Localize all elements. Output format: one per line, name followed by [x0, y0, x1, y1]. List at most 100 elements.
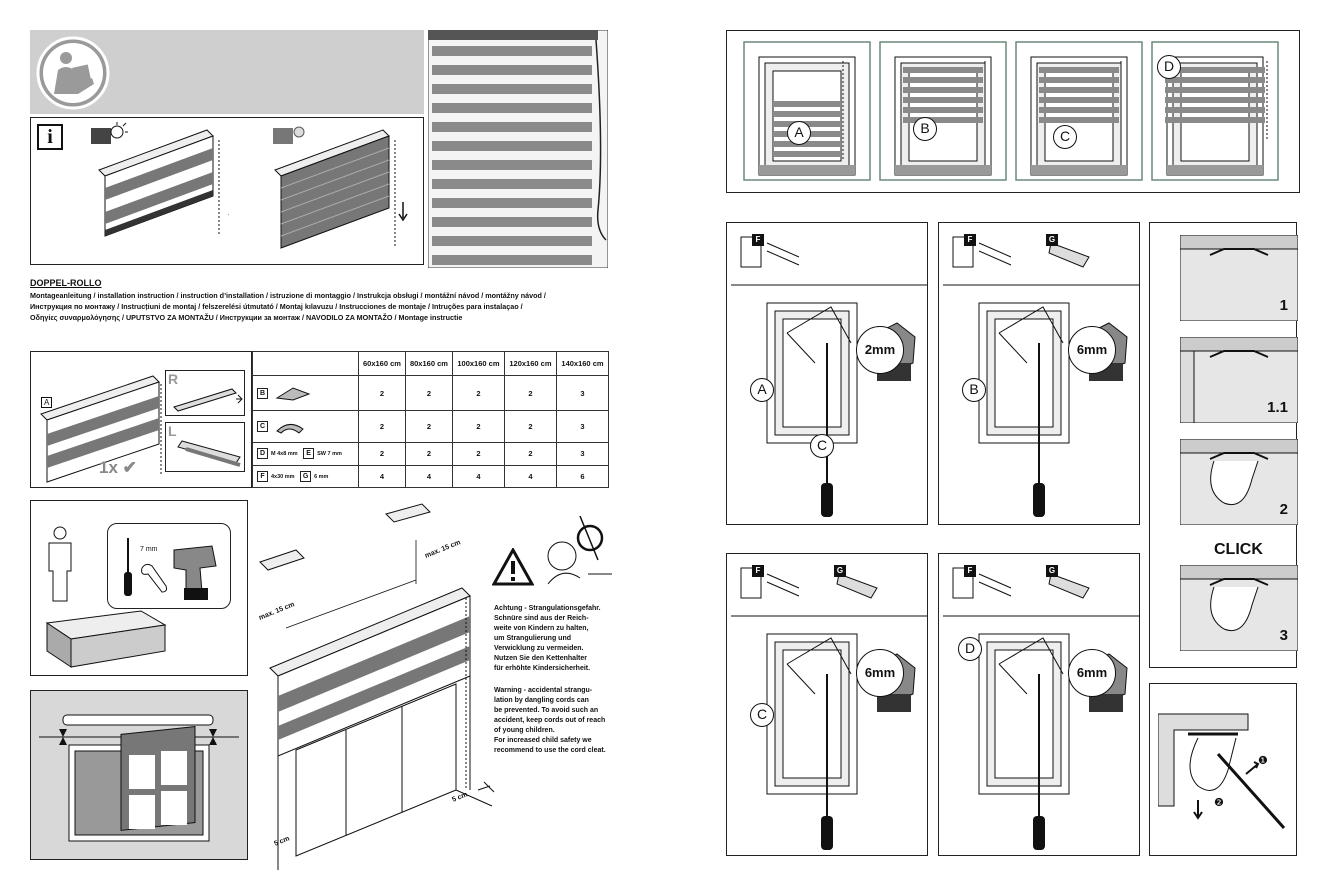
child-cord-icon [547, 515, 612, 585]
removal-box: ❶ ❷ [1149, 683, 1297, 856]
remove-step-1: ❶ [1258, 755, 1268, 767]
sun-closed-icon [273, 126, 305, 144]
blind-slat [432, 103, 592, 113]
drill-panel-drawing [731, 567, 927, 850]
part-spec: 6 mm [314, 473, 329, 480]
warning-line: weite von Kindern zu halten, [494, 625, 589, 632]
drill-bit-bubble: 2mm [856, 326, 904, 374]
part-key: D [257, 448, 268, 460]
part-key: G [300, 470, 312, 482]
blind-slat [432, 65, 592, 75]
drill-bit-bubble: 6mm [1068, 649, 1116, 697]
table-cell: 2 [451, 442, 505, 466]
click-label: CLICK [1214, 541, 1263, 558]
warning-line: recommend to use the cord cleat. [494, 747, 606, 754]
warning-text-de: Achtung - Strangulationsgefahr. Schnüre … [494, 604, 601, 674]
mounting-options-box: A B C D [726, 30, 1300, 193]
blind-slat [432, 255, 592, 265]
part-spec: SW 7 mm [317, 451, 342, 458]
column-header: 80x160 cm [404, 351, 453, 376]
warning-line: of young children. [494, 727, 555, 734]
step-drawing [1180, 337, 1298, 423]
warning-line: be prevented. To avoid such an [494, 707, 599, 714]
warning-line: für erhöhte Kindersicherheit. [494, 665, 591, 672]
blind-slat [432, 141, 592, 151]
column-header: 60x160 cm [358, 351, 406, 376]
warning-line: Schnüre sind aus der Reich- [494, 615, 589, 622]
table-cell: 2 [451, 410, 505, 444]
blind-slat [432, 236, 592, 246]
bracket-b-icon [275, 387, 311, 401]
window-option-drawing [1151, 41, 1279, 181]
person-icon [48, 526, 72, 602]
table-cell: 2 [404, 374, 453, 412]
table-cell: 2 [503, 374, 557, 412]
quantity-label: 1x ✔ [99, 458, 137, 477]
step-number: 3 [1279, 627, 1288, 644]
panel-label: A [750, 378, 774, 402]
window-option-label: D [1157, 55, 1181, 79]
window-option: A [743, 41, 871, 181]
warning-line: lation by dangling cords can [494, 697, 589, 704]
blind-slat [432, 160, 592, 170]
info-box: i [30, 117, 424, 265]
header-band [30, 30, 424, 114]
left-end-box: L [165, 422, 245, 472]
part-key: B [257, 387, 268, 399]
blind-slat [432, 122, 592, 132]
mounting-diagram [259, 503, 495, 870]
table-cell: 2 [358, 374, 406, 412]
table-row: B 2 2 2 2 3 [252, 374, 610, 412]
warning-line: accident, keep cords out of reach [494, 717, 606, 724]
blind-slat [432, 46, 592, 56]
table-cell: 4 [358, 464, 406, 489]
tools-box: 7 mm [30, 500, 248, 676]
table-cell: 3 [555, 374, 610, 412]
window-option-drawing [1015, 41, 1143, 181]
table-cell: 3 [555, 442, 610, 466]
wrench-size-label: 7 mm [140, 546, 158, 553]
step-drawing [1180, 439, 1298, 525]
step-drawing [1180, 235, 1298, 321]
part-key-badge: G [834, 565, 846, 577]
steps-box: 1 1.1 2 3 CLICK [1149, 222, 1298, 668]
part-key-badge: F [752, 565, 764, 577]
table-cell: 6 [555, 464, 610, 489]
drill-bit-bubble: 6mm [1068, 326, 1116, 374]
blind-open-drawing [98, 129, 229, 237]
right-end-box: R [165, 370, 245, 416]
sun-open-icon [91, 122, 128, 144]
screwdriver-icon [124, 538, 132, 596]
table-cell: 2 [451, 374, 505, 412]
table-cell: 2 [358, 442, 406, 466]
panel-label: D [958, 637, 982, 661]
part-key: F [257, 470, 268, 482]
table-cell: 2 [358, 410, 406, 444]
step-number: 2 [1279, 501, 1288, 518]
info-icon: i [37, 124, 63, 150]
window-option: C [1015, 41, 1143, 181]
step-drawing [1180, 565, 1298, 651]
part-key-badge: F [964, 234, 976, 246]
table-cell: 4 [404, 464, 453, 489]
part-a-label: A [41, 397, 53, 408]
left-label: L [168, 423, 177, 439]
tools-icons [124, 538, 217, 600]
table-cell: 2 [404, 442, 453, 466]
warning-line: Nutzen Sie den Kettenhalter [494, 655, 587, 662]
column-header: 120x160 cm [503, 351, 557, 376]
part-key: C [257, 421, 268, 433]
window-option-label: C [1053, 125, 1077, 149]
part-spec: M 4x8 mm [271, 451, 298, 458]
right-label: R [168, 371, 179, 387]
window-option: B [879, 41, 1007, 181]
warning-line: Achtung - Strangulationsgefahr. [494, 605, 601, 612]
blind-slat [432, 217, 592, 227]
part-spec: 4x30 mm [271, 473, 295, 480]
window-option-drawing [879, 41, 1007, 181]
part-key-badge: F [752, 234, 764, 246]
step-number: 1.1 [1267, 399, 1288, 416]
part-key: E [303, 448, 315, 460]
tools-bubble: 7 mm [107, 523, 231, 609]
